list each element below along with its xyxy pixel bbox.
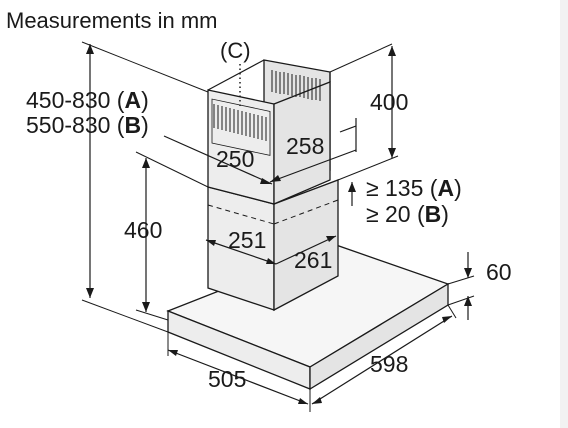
label-clearance-a: ≥ 135 (A) [366, 175, 462, 201]
upper-chimney [207, 59, 331, 205]
lower-chimney-side [273, 179, 339, 312]
overlap-dashed-line-front [207, 204, 275, 225]
dimension-250 [163, 135, 273, 185]
dimension-598 [311, 304, 457, 405]
dimension-251 [205, 239, 277, 265]
hood-canopy [166, 244, 450, 391]
label-clearance-b: ≥ 20 (B) [366, 201, 449, 227]
label-c: (C) [220, 38, 251, 63]
dimension-400 [329, 43, 399, 181]
label-598: 598 [370, 351, 408, 377]
dimension-261 [275, 235, 337, 265]
upper-chimney-side-panel [273, 81, 331, 205]
label-460: 460 [124, 217, 162, 243]
overall-height-dimension [81, 41, 209, 333]
label-400: 400 [370, 89, 408, 115]
dimension-505 [167, 332, 311, 412]
vent-slots-front [211, 98, 271, 156]
dimension-258 [269, 118, 357, 183]
overlap-dashed-line-side [273, 199, 339, 225]
page-edge [560, 0, 568, 428]
vent-slots-back [271, 70, 321, 101]
label-251: 251 [228, 227, 266, 253]
label-60: 60 [486, 259, 512, 285]
label-505: 505 [208, 366, 246, 392]
dimension-460 [135, 151, 209, 321]
height-b-label: 550-830 (B) [26, 112, 149, 138]
lower-chimney [207, 179, 339, 312]
measurements-title: Measurements in mm [6, 8, 218, 33]
dimension-clearance [348, 182, 356, 206]
dimension-60 [447, 252, 475, 320]
label-258: 258 [286, 133, 324, 159]
label-261: 261 [294, 247, 332, 273]
label-250: 250 [216, 146, 254, 172]
height-a-label: 450-830 (A) [26, 87, 149, 113]
